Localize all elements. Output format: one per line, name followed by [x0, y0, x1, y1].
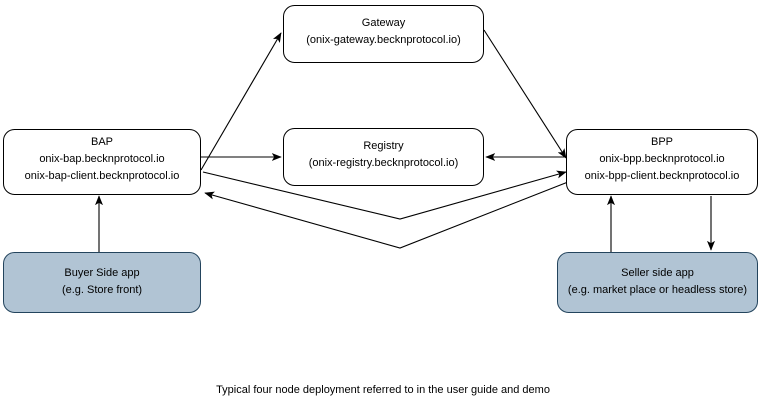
node-bpp-line1: BPP	[651, 136, 673, 148]
node-bap-line1: BAP	[91, 136, 113, 148]
node-gateway[interactable]: Gateway (onix-gateway.becknprotocol.io)	[283, 5, 484, 63]
node-seller-app-box[interactable]	[557, 252, 758, 313]
node-bap-box[interactable]	[3, 129, 201, 195]
edge-bap-to-gateway	[200, 32, 282, 171]
node-buyer-app-line1: Buyer Side app	[64, 267, 139, 279]
node-registry-line2: (onix-registry.becknprotocol.io)	[309, 157, 459, 169]
diagram-caption: Typical four node deployment referred to…	[216, 384, 550, 396]
node-buyer-app[interactable]: Buyer Side app (e.g. Store front)	[3, 252, 201, 313]
node-seller-app-line2: (e.g. market place or headless store)	[568, 284, 747, 296]
node-bpp-line3: onix-bpp-client.becknprotocol.io	[585, 170, 740, 182]
node-gateway-line2: (onix-gateway.becknprotocol.io)	[306, 34, 460, 46]
node-seller-app[interactable]: Seller side app (e.g. market place or he…	[557, 252, 758, 313]
node-gateway-line1: Gateway	[362, 17, 406, 29]
node-bpp-box[interactable]	[566, 129, 758, 195]
edge-layer	[95, 29, 715, 252]
node-bpp[interactable]: BPP onix-bpp.becknprotocol.io onix-bpp-c…	[566, 129, 758, 195]
node-bap-line3: onix-bap-client.becknprotocol.io	[25, 170, 180, 182]
node-bap-line2: onix-bap.becknprotocol.io	[39, 153, 164, 165]
edge-bap-to-bpp	[202, 170, 567, 220]
node-seller-app-line1: Seller side app	[621, 267, 694, 279]
node-bpp-line2: onix-bpp.becknprotocol.io	[599, 153, 724, 165]
node-buyer-app-line2: (e.g. Store front)	[62, 284, 142, 296]
node-buyer-app-box[interactable]	[3, 252, 201, 313]
edge-gateway-to-bpp	[483, 29, 567, 159]
node-registry[interactable]: Registry (onix-registry.becknprotocol.io…	[283, 128, 484, 186]
edge-bpp-to-bap	[204, 181, 569, 249]
node-bap[interactable]: BAP onix-bap.becknprotocol.io onix-bap-c…	[3, 129, 201, 195]
node-gateway-box[interactable]	[283, 5, 484, 63]
node-registry-box[interactable]	[283, 128, 484, 186]
node-registry-line1: Registry	[363, 140, 404, 152]
